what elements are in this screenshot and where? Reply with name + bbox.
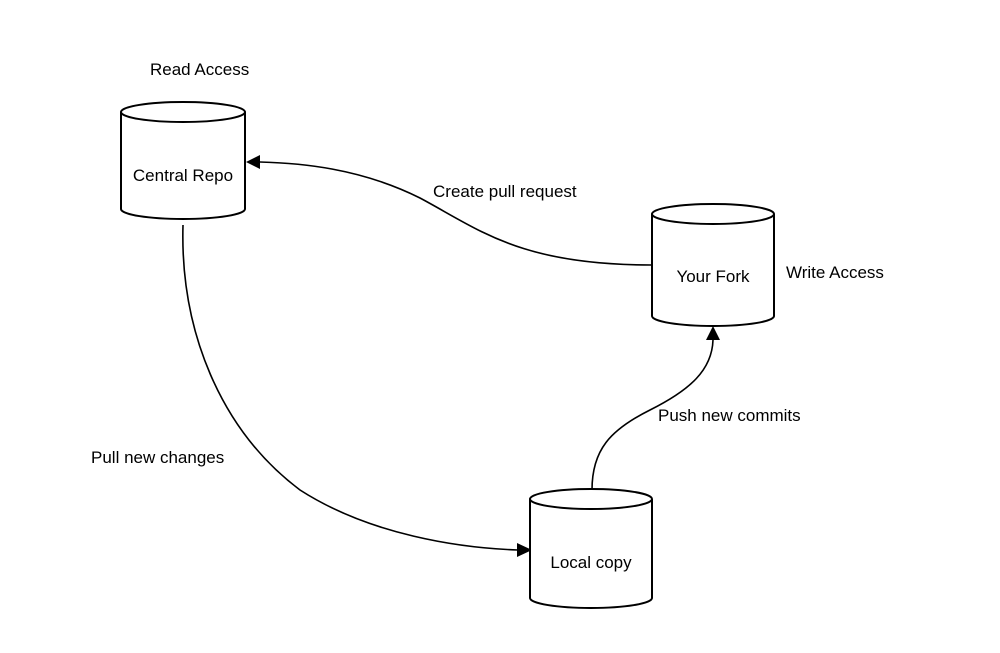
edge-create-pull-request (246, 155, 653, 266)
write-access-label: Write Access (786, 263, 884, 282)
your-fork-cylinder-top (651, 203, 775, 225)
arrowhead-push-new-commits (706, 326, 720, 340)
edge-push-new-commits (591, 326, 720, 491)
your-fork-cylinder (651, 214, 775, 327)
edge-pull-new-changes-line (182, 224, 519, 551)
arrowhead-pull-new-changes (517, 543, 532, 557)
read-access-label: Read Access (150, 60, 249, 79)
node-local-copy[interactable]: Local copy (529, 488, 653, 609)
pull-new-changes-label: Pull new changes (91, 448, 224, 467)
central-repo-label: Central Repo (133, 166, 233, 185)
local-copy-label: Local copy (550, 553, 632, 572)
local-copy-cylinder (529, 499, 653, 609)
push-new-commits-label: Push new commits (658, 406, 801, 425)
edge-pull-new-changes (182, 224, 532, 557)
node-your-fork[interactable]: Your Fork (651, 203, 775, 327)
central-repo-cylinder-top (120, 101, 246, 123)
node-central-repo[interactable]: Central Repo (120, 101, 246, 220)
local-copy-cylinder-top (529, 488, 653, 510)
edge-create-pull-request-line (259, 161, 653, 266)
create-pull-request-label: Create pull request (433, 182, 577, 201)
edge-push-new-commits-line (591, 339, 714, 491)
arrowhead-create-pull-request (246, 155, 260, 169)
central-repo-cylinder (120, 112, 246, 220)
your-fork-label: Your Fork (676, 267, 750, 286)
